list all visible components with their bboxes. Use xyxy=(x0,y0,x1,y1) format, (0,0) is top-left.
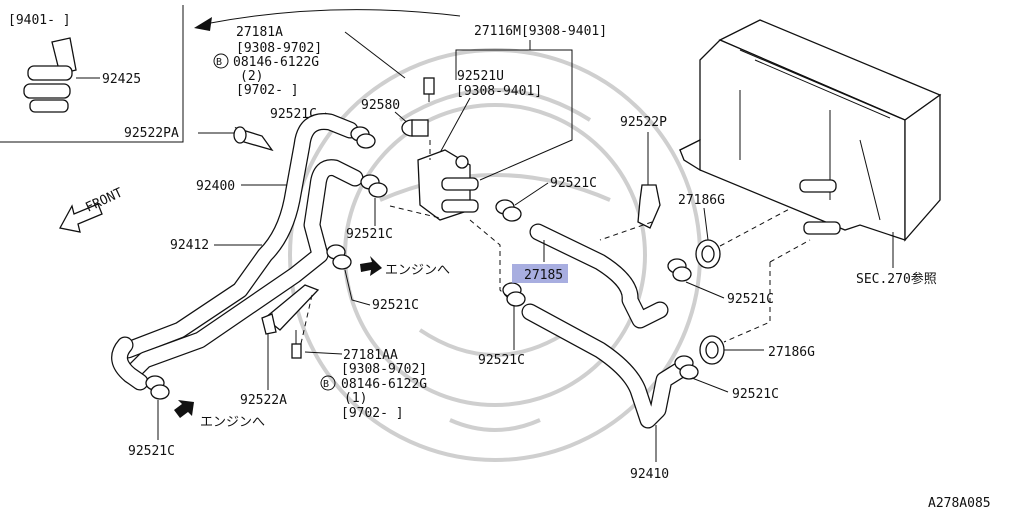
label-92521C-right-mid: 92521C xyxy=(727,292,774,307)
label-92410: 92410 xyxy=(630,467,669,482)
inset-box: [9401- ] 92425 xyxy=(0,5,184,143)
clamp-92521C-b xyxy=(360,174,388,198)
highlight-27185 xyxy=(512,264,568,283)
hose-92400 xyxy=(119,113,359,359)
label-27181A-date1: [9308-9702] xyxy=(236,41,322,56)
svg-text:B: B xyxy=(216,57,222,68)
heater-unit xyxy=(678,19,942,242)
label-27186G-1: 27186G xyxy=(678,193,725,208)
label-27181AA-bolt: 08146-6122G xyxy=(341,377,427,392)
label-27181AA-qty: (1) xyxy=(344,391,367,406)
label-92400: 92400 xyxy=(196,179,235,194)
label-92580: 92580 xyxy=(361,98,400,113)
label-27181AA-date2: [9702- ] xyxy=(341,406,404,421)
label-27185: 27185 xyxy=(524,268,563,283)
engine-label-2: エンジンへ xyxy=(200,415,265,430)
bolt-symbol-2: B xyxy=(320,375,336,391)
label-27181A-bolt: 08146-6122G xyxy=(233,55,319,70)
label-27181AA-date1: [9308-9702] xyxy=(341,362,427,377)
bolt-symbol-1: B xyxy=(213,53,229,69)
label-92521U-date: [9308-9401] xyxy=(456,84,542,99)
label-92521C-bottom-left: 92521C xyxy=(128,444,175,459)
diagram-code: A278A085 xyxy=(928,496,991,511)
grommet-27186G-2 xyxy=(699,335,725,365)
label-27181A: 27181A xyxy=(236,25,283,40)
water-valve-27116M xyxy=(417,149,479,221)
label-92522P: 92522P xyxy=(620,115,667,130)
label-92521C-top: 92521C xyxy=(270,107,317,122)
bolt-27181A xyxy=(423,77,435,102)
hose-92410 xyxy=(521,303,689,429)
grommet-27186G-1 xyxy=(695,239,721,269)
hose-27185 xyxy=(529,223,669,329)
label-92521C-mid: 92521C xyxy=(346,227,393,242)
flow-arrow-top xyxy=(194,9,461,31)
label-92521C-right-bottom: 92521C xyxy=(732,387,779,402)
clamp-92521C-f xyxy=(502,282,526,307)
label-92521U: 92521U xyxy=(457,69,504,84)
svg-text:B: B xyxy=(323,379,329,390)
hose-92412 xyxy=(121,159,364,384)
valve-92580 xyxy=(401,119,429,137)
label-27181AA: 27181AA xyxy=(343,348,398,363)
label-27181A-date2: [9702- ] xyxy=(236,83,299,98)
label-92522PA: 92522PA xyxy=(124,126,179,141)
clamp-92521C-h xyxy=(674,355,699,380)
label-92521C-center-bottom: 92521C xyxy=(478,353,525,368)
hose-end-left xyxy=(111,336,149,391)
label-92521C-lower: 92521C xyxy=(372,298,419,313)
clamp-92521C-a xyxy=(350,126,376,149)
clamp-92522PA xyxy=(233,126,274,152)
label-27116M: 27116M[9308-9401] xyxy=(474,24,607,39)
clamp-92521C-c xyxy=(326,244,352,270)
label-92425: 92425 xyxy=(102,72,141,87)
bolt-27181AA xyxy=(291,330,302,359)
clamp-92521C-d xyxy=(145,375,170,400)
front-label: FRONT xyxy=(83,185,125,215)
label-92521C-right-top: 92521C xyxy=(550,176,597,191)
clamp-92521C-g xyxy=(667,258,692,282)
front-arrow: FRONT xyxy=(59,185,125,233)
clip-92522P xyxy=(637,184,661,229)
label-sec-270: SEC.270参照 xyxy=(856,271,937,287)
engine-label-1: エンジンへ xyxy=(385,263,450,278)
bracket-92522A xyxy=(261,284,320,335)
label-27181A-qty: (2) xyxy=(240,69,263,84)
clamp-92521C-e xyxy=(495,199,522,222)
inset-date-label: [9401- ] xyxy=(8,13,71,28)
engine-arrow-1: エンジンへ xyxy=(360,256,450,278)
label-92522A: 92522A xyxy=(240,393,287,408)
label-92412: 92412 xyxy=(170,238,209,253)
label-27186G-2: 27186G xyxy=(768,345,815,360)
engine-arrow-2: エンジンへ xyxy=(174,400,265,430)
